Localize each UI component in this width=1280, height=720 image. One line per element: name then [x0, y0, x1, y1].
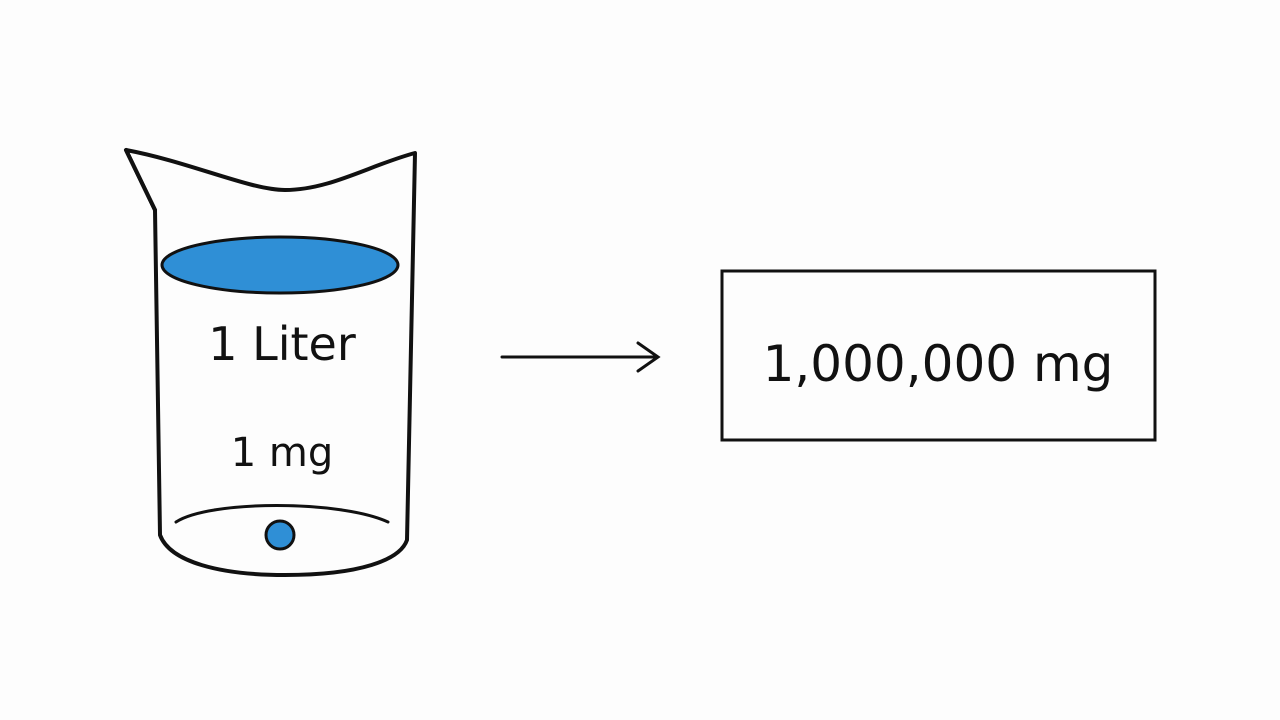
result-box: 1,000,000 mg [720, 269, 1157, 442]
beaker-mass-label: 1 mg [231, 430, 334, 476]
result-box-frame [720, 269, 1157, 442]
right-arrow-icon [500, 341, 661, 373]
beaker-volume-label: 1 Liter [208, 317, 356, 371]
beaker-outline [124, 148, 417, 577]
beaker-bottom-curve [174, 504, 390, 524]
beaker-spout [124, 148, 157, 212]
beaker: 1 Liter 1 mg [124, 148, 417, 577]
particle-dot [264, 519, 296, 551]
result-value-label: 1,000,000 mg [763, 335, 1114, 393]
liquid-surface [160, 235, 400, 295]
